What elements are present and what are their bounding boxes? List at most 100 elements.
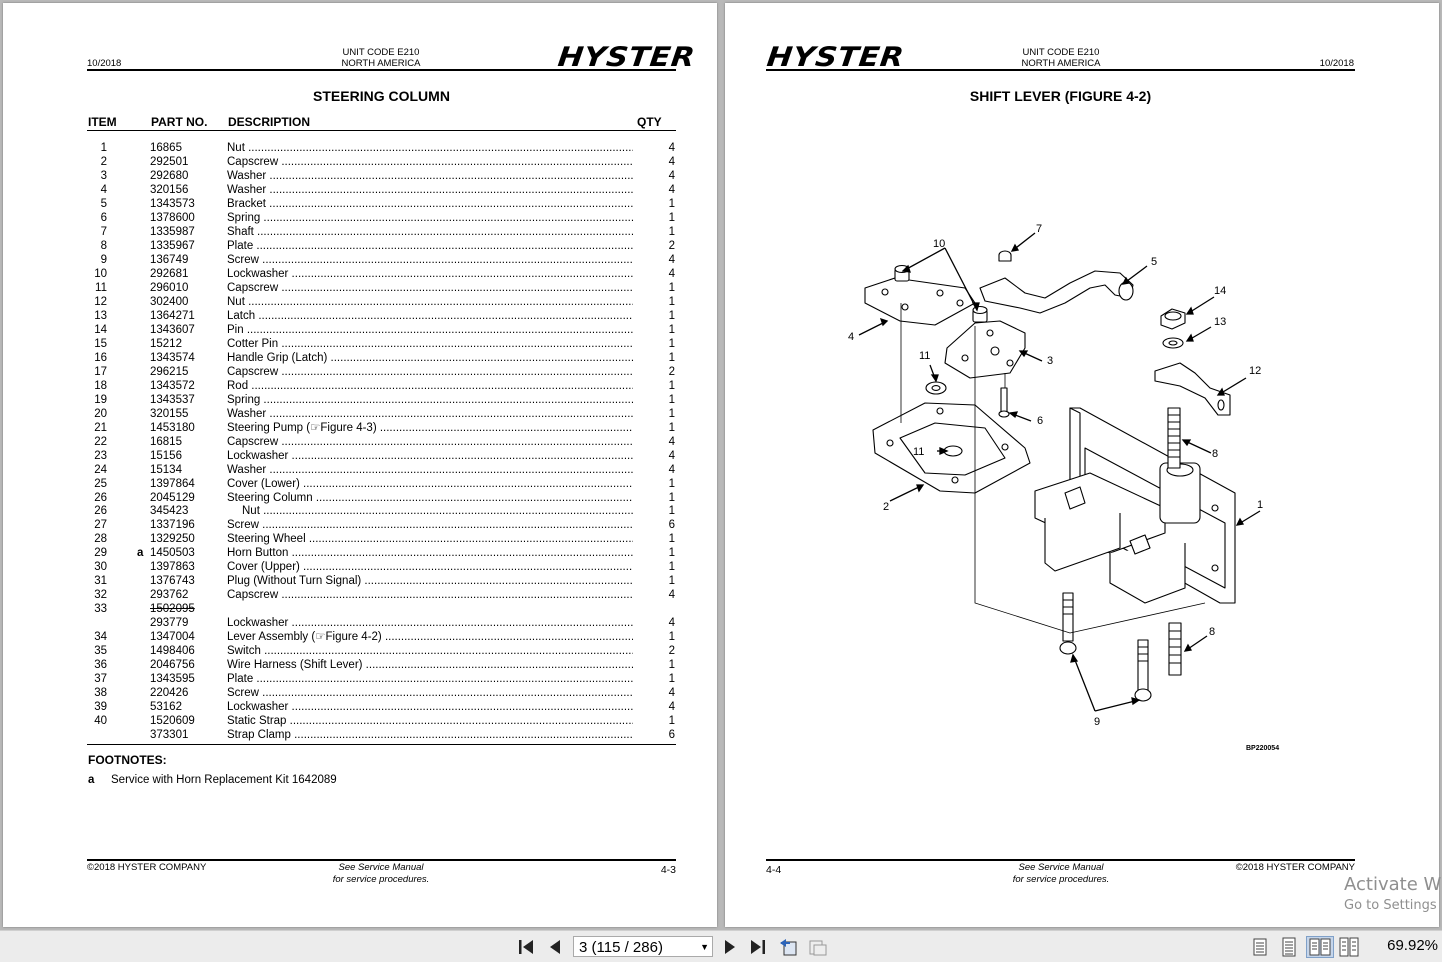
part-number: 1364271 <box>150 309 195 322</box>
page-title: SHIFT LEVER (FIGURE 4-2) <box>969 88 1152 104</box>
quantity: 1 <box>668 575 675 588</box>
first-page-button[interactable] <box>515 937 537 957</box>
quantity: 1 <box>668 211 675 224</box>
callout-14: 14 <box>1214 285 1226 297</box>
callout-8b: 8 <box>1209 626 1215 638</box>
quantity: 4 <box>668 589 675 602</box>
part-number: 2046756 <box>150 659 195 672</box>
part-description: Washer .................................… <box>227 407 633 420</box>
part-number: 1329250 <box>150 533 195 546</box>
revision-date: 10/2018 <box>1319 58 1354 69</box>
item-number: 28 <box>94 533 107 546</box>
part-number: 16865 <box>150 142 182 154</box>
last-page-button[interactable] <box>747 937 769 957</box>
part-description: Rod ....................................… <box>227 379 633 392</box>
part-number: 16815 <box>150 435 182 448</box>
part-description: Steering Wheel .........................… <box>227 533 633 546</box>
quantity: 1 <box>668 547 675 560</box>
item-number: 8 <box>100 239 107 252</box>
part-description: Washer .................................… <box>227 169 633 182</box>
header-rule <box>87 69 676 71</box>
quantity: 1 <box>668 323 675 336</box>
part-description: Cover (Lower) ..........................… <box>227 477 633 490</box>
footnote-mark: a <box>137 547 144 560</box>
quantity: 4 <box>668 253 675 266</box>
part-number: 1502095 <box>150 603 195 616</box>
quantity: 6 <box>668 729 675 742</box>
table-row: 28 1329250 Steering Wheel ................… <box>87 532 675 546</box>
table-bottom-rule <box>87 744 676 745</box>
part-number: 320156 <box>150 183 189 196</box>
item-number: 20 <box>94 407 107 420</box>
continuous-page-icon <box>1282 937 1296 957</box>
callout-2: 2 <box>883 501 889 513</box>
quantity: 4 <box>668 435 675 448</box>
part-number: 302400 <box>150 295 189 308</box>
footer-rule <box>87 859 676 861</box>
hyster-logo: HYSTER <box>556 42 697 73</box>
item-number: 34 <box>94 631 107 644</box>
region: NORTH AMERICA <box>1021 58 1101 69</box>
callout-6: 6 <box>1037 415 1043 427</box>
two-page-view-button[interactable] <box>1306 936 1334 958</box>
unit-code: UNIT CODE E210 <box>342 47 420 58</box>
quantity: 4 <box>668 183 675 196</box>
callout-4: 4 <box>848 331 854 343</box>
page-number-input[interactable]: 3 (115 / 286) ▼ <box>573 936 713 957</box>
page-number: 4-3 <box>660 864 676 876</box>
right-page: HYSTER UNIT CODE E210 NORTH AMERICA 10/2… <box>725 3 1439 927</box>
next-page-icon <box>725 940 735 954</box>
page-title: STEERING COLUMN <box>313 88 450 104</box>
part-description: Capscrew ...............................… <box>227 589 633 602</box>
quantity: 1 <box>668 421 675 434</box>
callout-12: 12 <box>1249 365 1261 377</box>
page-dropdown-icon[interactable]: ▼ <box>700 942 709 952</box>
part-description: Screw ..................................… <box>227 687 633 700</box>
part-number: 293779 <box>150 617 189 630</box>
zoom-level[interactable]: 69.92% <box>1387 937 1438 954</box>
item-number: 17 <box>94 365 107 378</box>
part-description: Capscrew ...............................… <box>227 155 633 168</box>
next-page-button[interactable] <box>719 937 741 957</box>
callout-13: 13 <box>1214 316 1226 328</box>
part-description: Lever Assembly (☞Figure 4-2) ...........… <box>227 631 633 644</box>
two-page-continuous-view-button[interactable] <box>1338 937 1360 957</box>
item-number: 27 <box>94 519 107 532</box>
item-number: 32 <box>94 589 107 602</box>
previous-view-button[interactable] <box>778 937 800 957</box>
part-number: 1520609 <box>150 715 195 728</box>
part-number: 1343607 <box>150 323 195 336</box>
quantity: 1 <box>668 197 675 210</box>
part-number: 1335987 <box>150 225 195 238</box>
part-number: 1376743 <box>150 575 195 588</box>
figure-id: BP220054 <box>1246 745 1279 752</box>
part-number: 1343537 <box>150 393 195 406</box>
next-view-button[interactable] <box>807 937 829 957</box>
continuous-view-button[interactable] <box>1278 937 1300 957</box>
quantity: 1 <box>668 351 675 364</box>
item-number: 40 <box>94 715 107 728</box>
item-number: 38 <box>94 687 107 700</box>
part-description: Steering Pump (☞Figure 4-3) ............… <box>227 421 633 434</box>
previous-page-button[interactable] <box>544 937 566 957</box>
item-number: 16 <box>94 351 107 364</box>
quantity: 1 <box>668 379 675 392</box>
item-number: 23 <box>94 449 107 462</box>
item-number: 9 <box>100 253 107 266</box>
single-page-view-button[interactable] <box>1249 937 1271 957</box>
part-number: 296215 <box>150 365 189 378</box>
